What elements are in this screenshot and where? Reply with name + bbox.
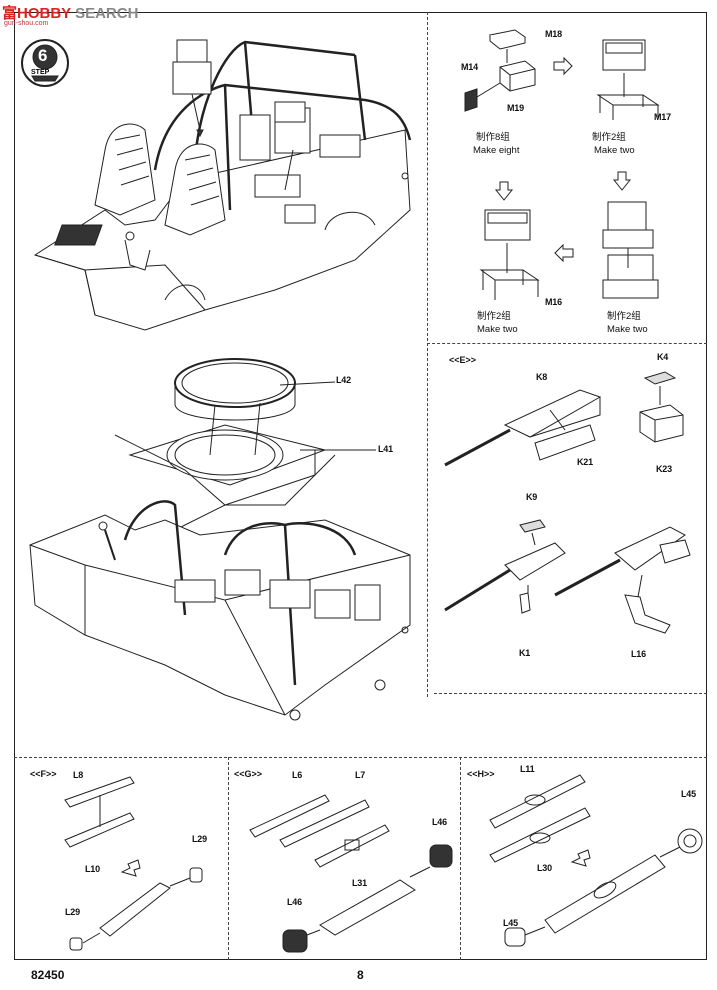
section-label-H: <<H>> (467, 769, 495, 779)
label-L46a: L46 (432, 817, 447, 827)
machine-gun-l16-mount (554, 526, 691, 634)
label-K8: K8 (536, 372, 548, 382)
label-L7: L7 (355, 770, 366, 780)
divider-gh (460, 757, 461, 960)
parts-l11-l30 (489, 774, 591, 863)
caption-make2b-cn: 制作2组 (477, 311, 511, 322)
arrow-down-left (494, 181, 514, 201)
divider-vertical-right (427, 12, 428, 697)
label-L10: L10 (85, 864, 100, 874)
arrow-down-right (612, 171, 632, 191)
label-L6: L6 (292, 770, 303, 780)
label-M16: M16 (545, 297, 562, 307)
vehicle-ring-mount-drawing (29, 358, 411, 721)
section-label-G: <<G>> (234, 769, 263, 779)
caption-make2c-en: Make two (607, 324, 648, 335)
section-label-F: <<F>> (30, 769, 57, 779)
machine-gun-k9-k1 (444, 519, 566, 614)
label-L29b: L29 (65, 907, 80, 917)
label-L8: L8 (73, 770, 84, 780)
label-L29a: L29 (192, 834, 207, 844)
label-L45b: L45 (503, 918, 518, 928)
label-K1: K1 (519, 648, 531, 658)
arrow-h (570, 849, 591, 867)
assembly-g (282, 844, 453, 953)
divider-right-top (427, 343, 707, 344)
watermark-url: gun-shou.com (4, 20, 49, 27)
assembly-h (504, 828, 703, 947)
label-L41: L41 (378, 444, 393, 454)
arrow-right-top (553, 56, 573, 76)
label-K4: K4 (657, 352, 669, 362)
caption-make8-cn: 制作8组 (476, 132, 510, 143)
parts-l6-l7-l31 (249, 794, 390, 868)
caption-make2b-en: Make two (477, 324, 518, 335)
vehicle-interior-drawing-top (33, 39, 412, 331)
caption-make2a-en: Make two (594, 145, 635, 156)
step-word: STEP (31, 69, 50, 76)
ammo-assembly-m14-m18-m19 (464, 29, 536, 112)
arrow-f (120, 859, 141, 877)
watermark-logo: 富HOBBY SEARCH (2, 5, 139, 22)
caption-make2c-cn: 制作2组 (607, 311, 641, 322)
ammo-assembly-m17 (596, 39, 660, 120)
machine-gun-k8-k21 (444, 389, 602, 467)
label-M14: M14 (461, 62, 478, 72)
divider-bottom-row (14, 757, 707, 758)
label-L46b: L46 (287, 897, 302, 907)
divider-right-bottom (434, 693, 707, 694)
caption-make2a-cn: 制作2组 (592, 132, 626, 143)
caption-make8-en: Make eight (473, 145, 520, 156)
label-L30: L30 (537, 863, 552, 873)
divider-fg (228, 757, 229, 960)
ammo-assembly-m16 (479, 209, 540, 300)
page-number: 8 (357, 968, 364, 982)
label-K9: K9 (526, 492, 538, 502)
step-number: 6 (38, 46, 48, 65)
arrow-left-mid (554, 243, 574, 263)
label-L45a: L45 (681, 789, 696, 799)
kit-number: 82450 (31, 968, 65, 982)
label-L31: L31 (352, 878, 367, 888)
step-badge: 6 STEP (20, 38, 70, 88)
part-k4-k23 (639, 371, 684, 443)
assembly-f (69, 867, 203, 951)
leader-L42 (279, 381, 336, 386)
page-frame (14, 12, 707, 960)
label-L11: L11 (520, 764, 535, 774)
label-L16: L16 (631, 649, 646, 659)
label-L42: L42 (336, 375, 351, 385)
label-M18: M18 (545, 29, 562, 39)
label-K23: K23 (656, 464, 672, 474)
label-M17: M17 (654, 112, 671, 122)
label-M19: M19 (507, 103, 524, 113)
parts-l8-l10 (64, 776, 135, 848)
section-label-E: <<E>> (449, 355, 477, 365)
label-K21: K21 (577, 457, 593, 467)
ammo-assembly-stacked (602, 201, 659, 299)
leader-L41 (300, 449, 376, 451)
